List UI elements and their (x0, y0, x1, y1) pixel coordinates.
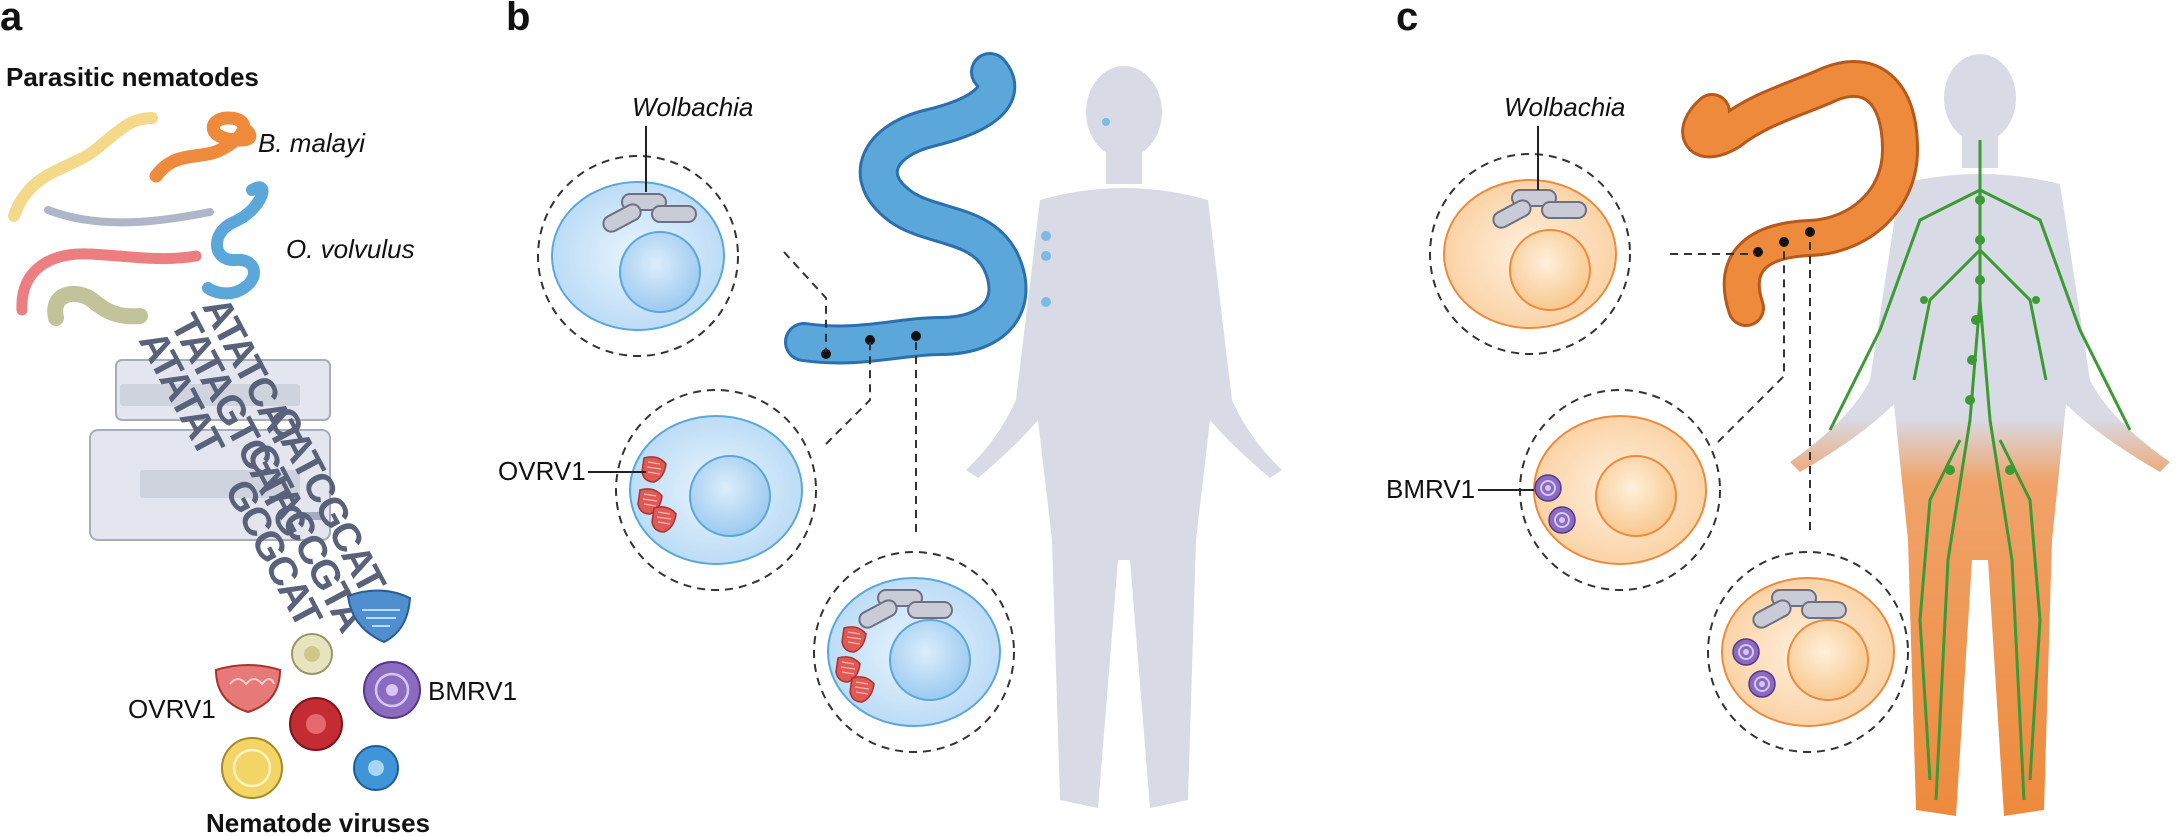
lymphatic-network (1828, 140, 2132, 801)
worm-sample-point (1805, 227, 1815, 237)
nematode-viruses-footer: Nematode viruses (206, 808, 430, 836)
ovrv1-virus (214, 664, 282, 714)
panel-c-letter: c (1396, 0, 1418, 39)
cell-wolbachia-b (537, 155, 739, 357)
cell-coinfected-c (1707, 551, 1909, 753)
yellow-worm (8, 112, 158, 222)
nematode-worms-illustration (8, 111, 269, 326)
nematode-viruses-cluster (214, 589, 421, 799)
connector-line (783, 251, 827, 352)
worm-sample-point (865, 335, 875, 345)
worm-sample-point (821, 349, 831, 359)
yellow-virus (221, 737, 283, 799)
wolbachia-label-c: Wolbachia (1504, 92, 1625, 122)
bmrv1-label-c: BMRV1 (1386, 474, 1475, 504)
nodule-dot (1041, 231, 1051, 241)
ovrv1-label-b: OVRV1 (498, 456, 586, 486)
cell-coinfected-b (813, 551, 1015, 753)
bmrv1-particle (1748, 670, 1776, 698)
cell-bmrv1-c (1519, 389, 1721, 591)
panel-c: c (1386, 0, 2170, 816)
species-label-o-volvulus: O. volvulus (286, 234, 415, 264)
nodule-dot (1041, 297, 1051, 307)
parasitic-nematodes-title: Parasitic nematodes (6, 62, 259, 92)
nodule-dot (1041, 251, 1051, 261)
sage-worm (47, 286, 148, 326)
bmrv1-particle (1732, 638, 1760, 666)
worm-sample-point (1753, 247, 1763, 257)
orange-worm-b-malayi (149, 111, 257, 183)
b-malayi-worm-large-fill (1684, 63, 1917, 324)
panel-a: a Parasitic nematodes B. malayi O. volvu… (0, 0, 517, 836)
human-silhouette-c (1790, 54, 2170, 816)
virus-label-bmrv1: BMRV1 (428, 676, 517, 706)
red-worm (16, 248, 202, 316)
panel-a-letter: a (0, 0, 23, 39)
lymph-nodes (1920, 195, 2040, 475)
blue-capsule-virus (346, 589, 412, 644)
panel-b-letter: b (506, 0, 530, 39)
connector-line (825, 342, 871, 445)
sequencer-machine (89, 359, 331, 541)
worm-sample-point (911, 331, 921, 341)
bmrv1-particle (1534, 474, 1562, 502)
red-spiky-virus (289, 697, 343, 751)
beige-virus (291, 633, 333, 675)
cell-ovrv1-b (615, 389, 817, 591)
nodule-dot (1102, 118, 1110, 126)
panel-b: b (498, 0, 1282, 808)
blue-spiky-virus (353, 745, 399, 791)
cell-wolbachia-c (1429, 153, 1631, 355)
bmrv1-particle (1548, 506, 1576, 534)
species-label-b-malayi: B. malayi (258, 128, 366, 158)
blue-worm-o-volvulus (202, 181, 269, 300)
o-volvulus-worm-large-fill (787, 55, 1025, 362)
worm-sample-point (1779, 237, 1789, 247)
bmrv1-virus (363, 661, 421, 719)
wolbachia-label-b: Wolbachia (632, 92, 753, 122)
virus-label-ovrv1: OVRV1 (128, 694, 216, 724)
connector-line (1717, 246, 1785, 443)
grey-worm (44, 206, 214, 227)
human-silhouette-b (966, 66, 1282, 808)
